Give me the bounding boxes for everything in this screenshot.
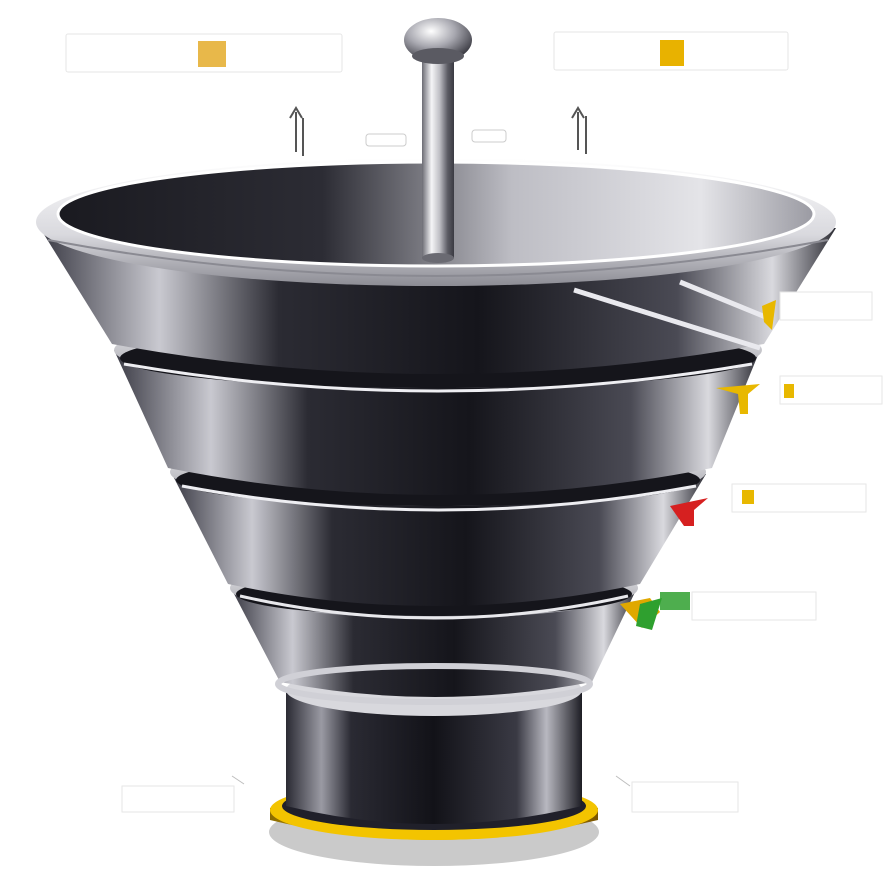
label-bottom-left: [121, 775, 245, 813]
left-pin-icon: [289, 106, 304, 156]
rim-tab-right: [471, 129, 507, 143]
rim-tab-left: [365, 133, 407, 147]
label-side-1: [779, 291, 873, 321]
green-marker: [620, 592, 690, 630]
label-bottom-right: [615, 775, 739, 813]
center-rod: [404, 18, 472, 263]
probe-rods: [573, 279, 769, 351]
label-side-4: [691, 591, 817, 621]
yellow-marker-2: [716, 384, 760, 414]
red-marker: [670, 498, 708, 526]
right-pin-icon: [571, 106, 587, 154]
label-top-left: [65, 33, 343, 73]
label-top-right: [553, 31, 789, 71]
yellow-marker-1: [762, 300, 776, 330]
label-side-3: [731, 483, 867, 513]
funnel-base: [269, 664, 599, 866]
label-side-2: [779, 375, 883, 405]
